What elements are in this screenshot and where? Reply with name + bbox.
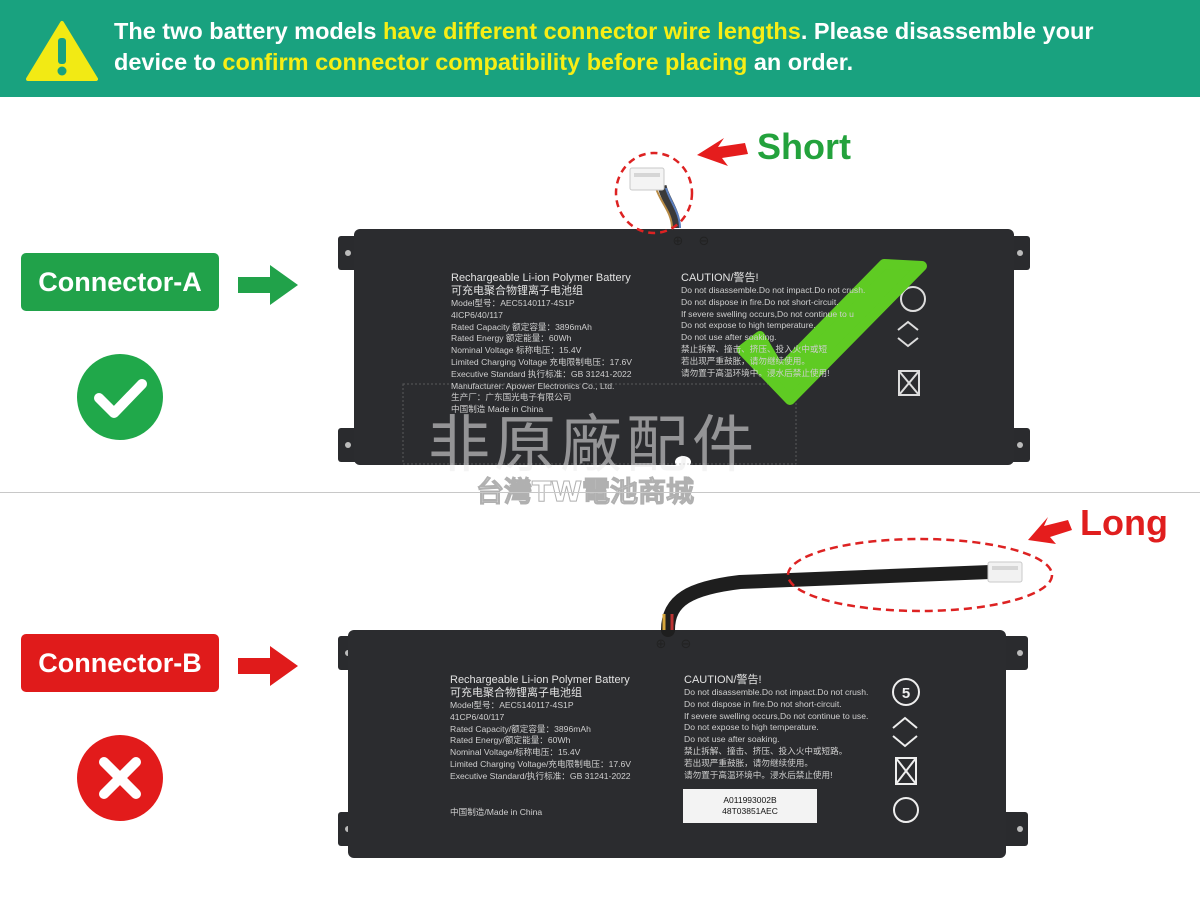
serial-sticker: A011993002B 48T03851AEC [683,789,817,823]
battery-b-label: Rechargeable Li-ion Polymer Battery 可充电聚… [450,674,632,781]
battery-a: ⊕ ⊖ [338,151,1030,468]
short-pointer-arrow [697,138,748,166]
connector-a-label: Connector-A [21,253,219,311]
svg-text:⊕: ⊕ [673,234,684,249]
svg-text:⊕: ⊕ [656,637,667,652]
long-highlight-circle [786,537,1054,613]
banner-message: The two battery models have different co… [114,18,1094,75]
short-connector [629,167,681,229]
long-callout: Long [1080,502,1168,543]
arrow-right-icon [238,265,298,305]
short-callout: Short [757,126,851,167]
battery-a-label: Rechargeable Li-ion Polymer Battery 可充电聚… [451,272,633,415]
warning-banner: The two battery models have different co… [0,0,1200,97]
svg-text:⊖: ⊖ [681,637,692,652]
arrow-right-icon [238,646,298,686]
cross-icon [77,735,163,821]
section-divider [0,492,1200,493]
connector-b-label: Connector-B [21,634,219,692]
big-check-mark [737,259,927,405]
short-highlight-circle [614,151,694,235]
long-pointer-arrow [1028,517,1072,544]
check-icon [77,354,163,440]
battery-b-origin: 中国制造/Made in China [450,807,543,817]
battery-a-caution: CAUTION/警告! Do not disassemble.Do not im… [681,272,866,378]
battery-b-caution: CAUTION/警告! Do not disassemble.Do not im… [684,674,869,780]
long-connector [661,561,1023,637]
svg-text:⊖: ⊖ [699,234,710,249]
svg-text:5: 5 [902,685,910,702]
warning-icon [26,21,98,81]
battery-b: ⊕ ⊖ 5 [338,537,1054,858]
watermark-sub: 台灣TW電池商城 [476,475,695,509]
watermark-main: 非原廠配件 [428,408,759,481]
